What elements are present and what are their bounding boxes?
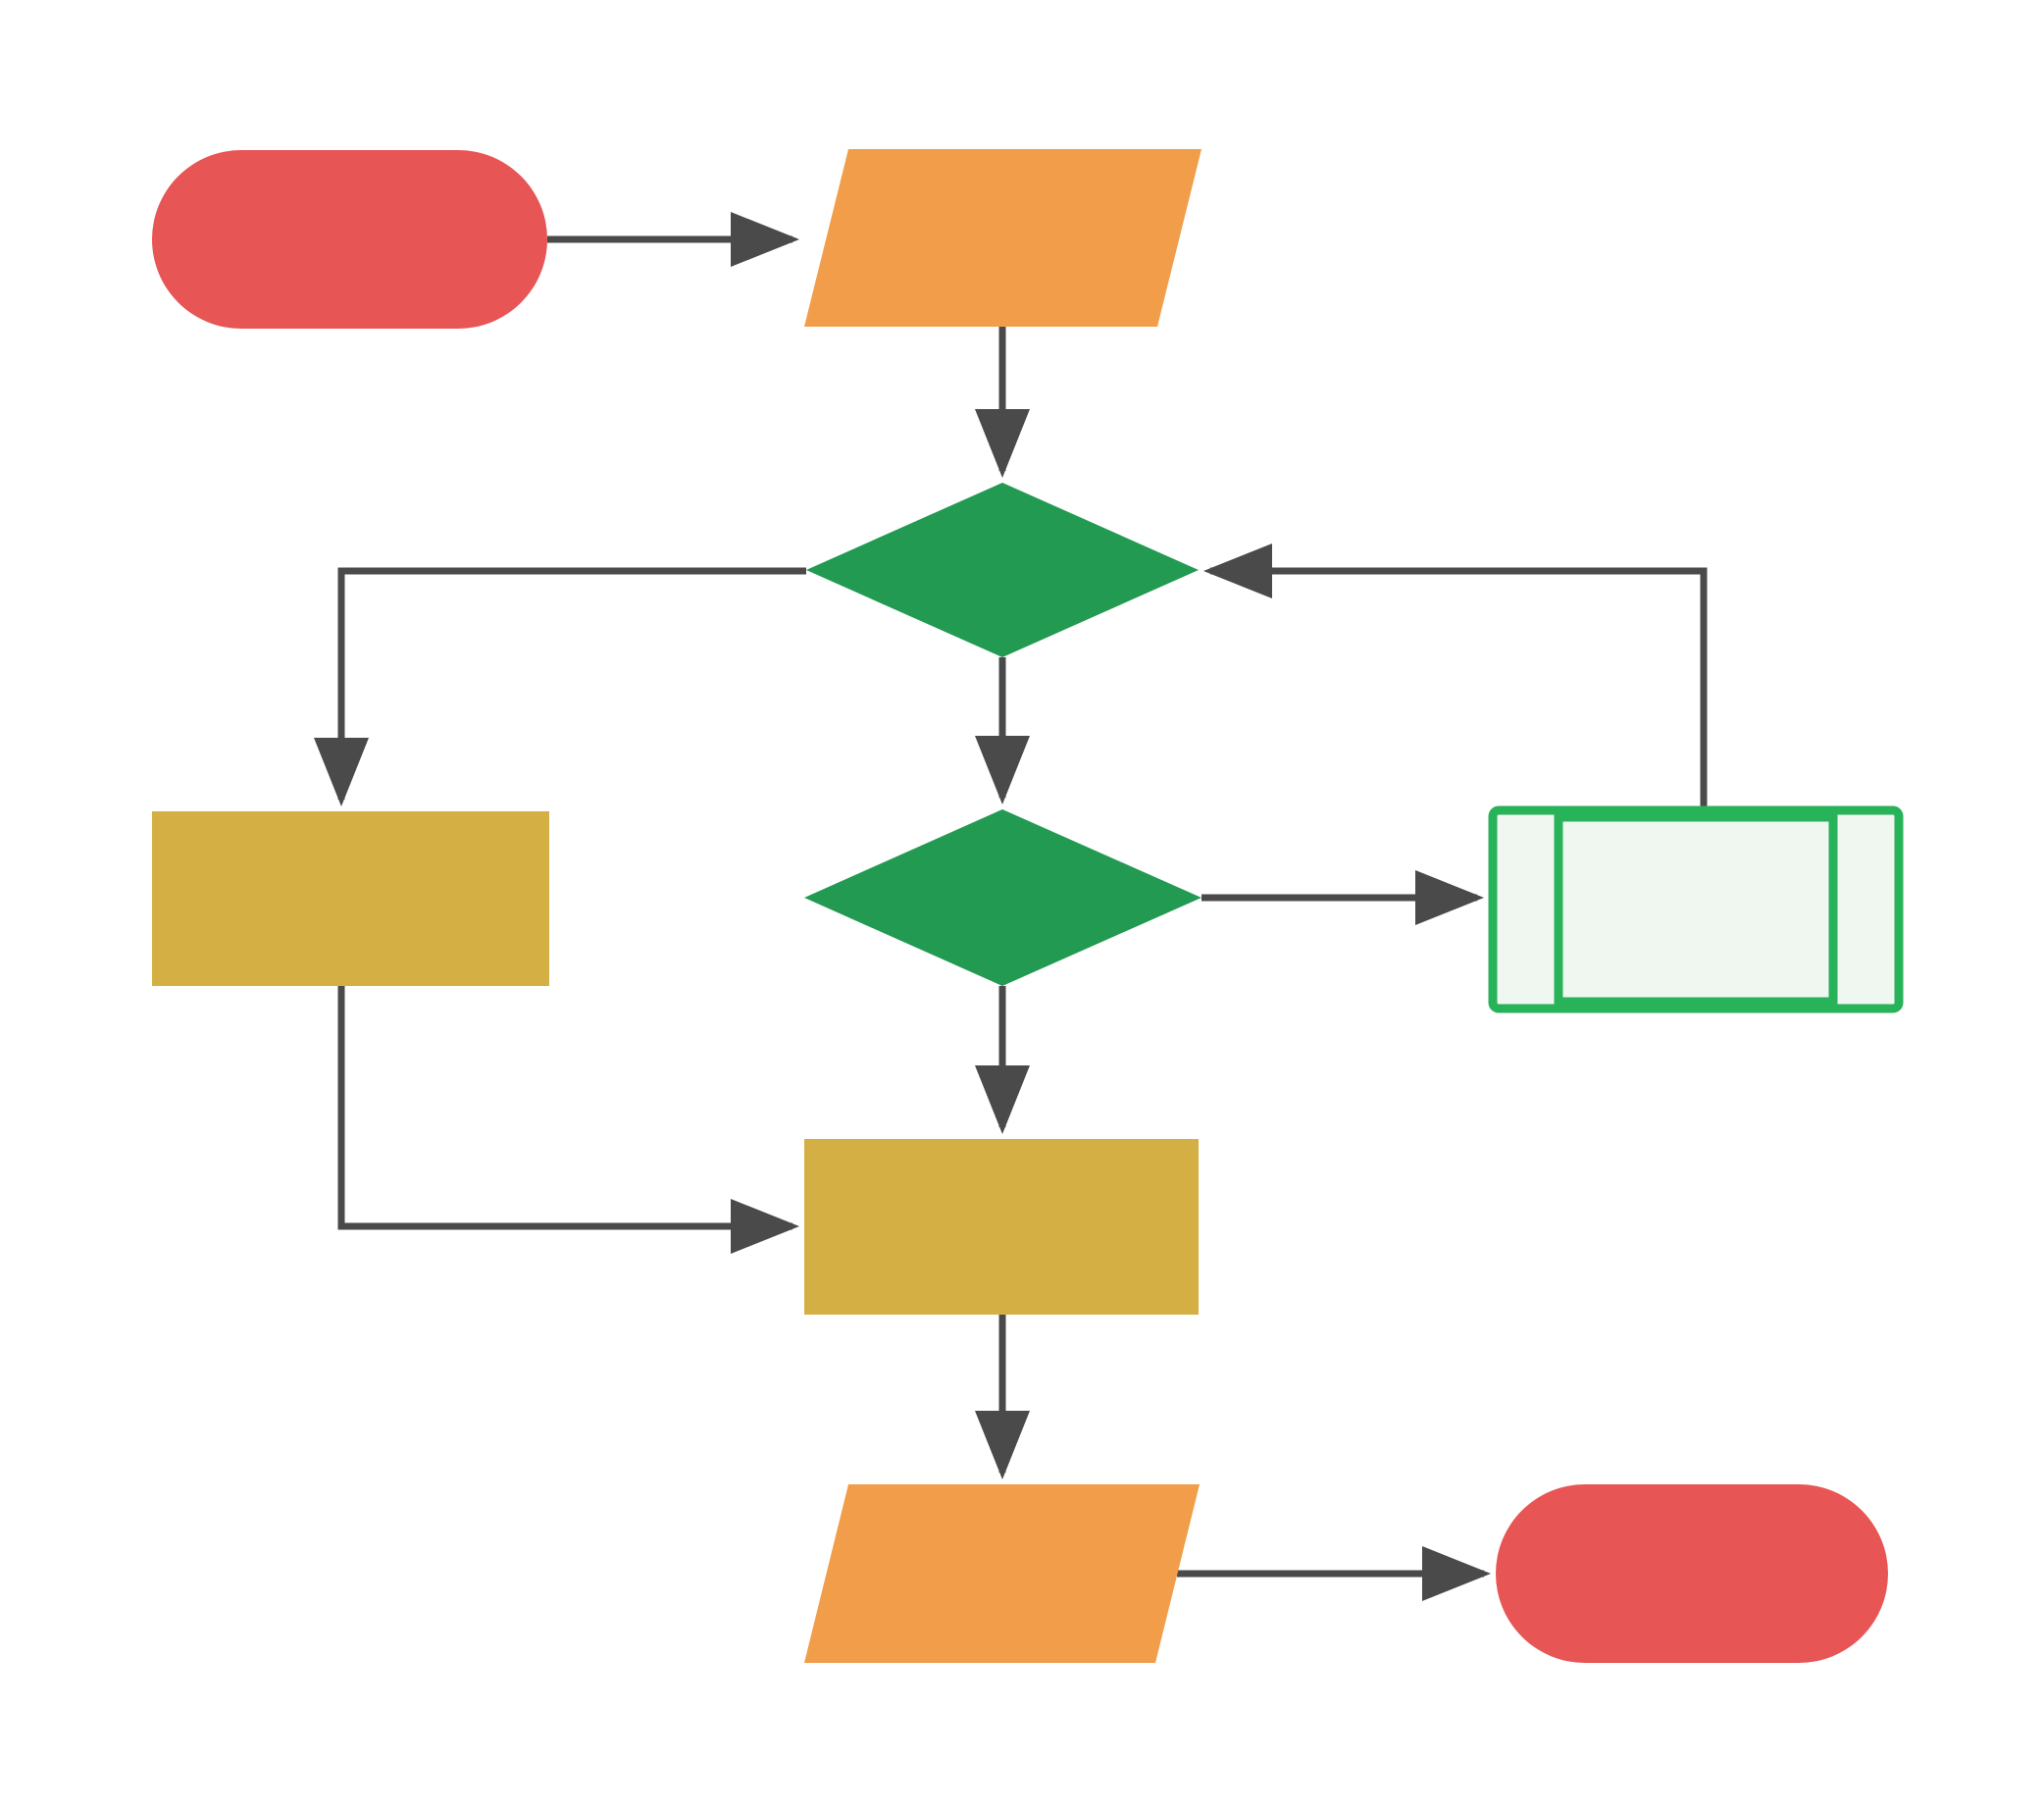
edge-layer bbox=[314, 212, 1708, 1601]
node-end[interactable] bbox=[1496, 1484, 1888, 1663]
process-left-shape[interactable] bbox=[152, 811, 549, 986]
subroutine-inner-panel bbox=[1554, 812, 1838, 1007]
node-input[interactable] bbox=[804, 149, 1201, 327]
node-process-center[interactable] bbox=[804, 1139, 1199, 1315]
edge-process-left-to-process-center bbox=[337, 986, 799, 1254]
node-layer bbox=[152, 149, 1904, 1663]
decision-2-diamond-shape[interactable] bbox=[804, 809, 1201, 986]
node-start[interactable] bbox=[152, 150, 547, 329]
node-decision-1[interactable] bbox=[806, 483, 1199, 657]
node-decision-2[interactable] bbox=[804, 809, 1201, 986]
output-parallelogram-shape[interactable] bbox=[804, 1484, 1200, 1663]
node-process-left[interactable] bbox=[152, 811, 549, 986]
start-terminal-shape[interactable] bbox=[152, 150, 547, 329]
node-subroutine[interactable] bbox=[1488, 805, 1904, 1013]
node-output[interactable] bbox=[804, 1484, 1200, 1663]
process-center-shape[interactable] bbox=[804, 1139, 1199, 1315]
end-terminal-shape[interactable] bbox=[1496, 1484, 1888, 1663]
edge-subroutine-to-decision-1 bbox=[1203, 544, 1708, 806]
decision-1-diamond-shape[interactable] bbox=[806, 483, 1199, 657]
input-parallelogram-shape[interactable] bbox=[804, 149, 1201, 327]
edge-decision-1-to-process-left bbox=[314, 567, 806, 806]
